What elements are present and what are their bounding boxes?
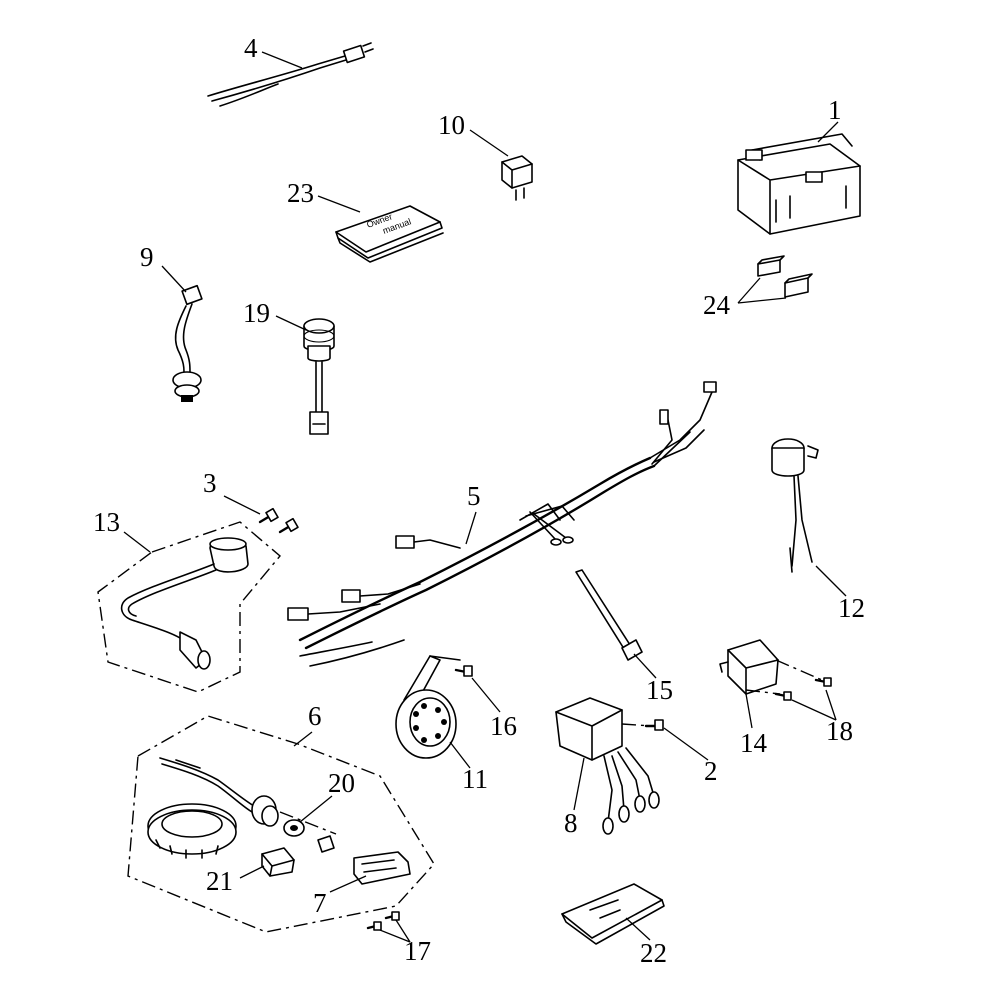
switch-lead-part-12 (771, 438, 819, 573)
plate-part-22 (561, 883, 665, 945)
callout-17: 17 (404, 936, 431, 966)
horn-part-11 (395, 655, 461, 759)
grommet-part-20 (279, 811, 337, 853)
callout-19: 19 (243, 298, 270, 328)
callout-24: 24 (703, 290, 731, 320)
callout-1: 1 (828, 95, 842, 125)
wiring-harness-part-5 (287, 381, 717, 667)
stator-group-6 (127, 715, 435, 933)
screws-part-17 (366, 911, 400, 931)
callout-7: 7 (313, 888, 327, 918)
callout-22: 22 (640, 938, 667, 968)
callout-10: 10 (438, 110, 465, 140)
callout-3: 3 (203, 468, 217, 498)
callout-9: 9 (140, 242, 154, 272)
callout-16: 16 (490, 711, 517, 741)
flasher-relay-part-14 (719, 639, 779, 695)
battery-part-1 (737, 133, 861, 235)
callout-18: 18 (826, 716, 853, 746)
callout-12: 12 (838, 593, 865, 623)
callout-11: 11 (462, 764, 488, 794)
screws-part-3 (258, 507, 299, 534)
bracket-part-7 (353, 851, 411, 885)
ignition-coil-group-13 (97, 521, 281, 693)
screws-part-18 (745, 659, 832, 701)
callout-2: 2 (704, 756, 718, 786)
socket-lead-part-9 (172, 284, 203, 402)
callout-14: 14 (740, 728, 768, 758)
callout-23: 23 (287, 178, 314, 208)
cdi-unit-part-8 (555, 697, 660, 835)
callout-4: 4 (244, 33, 258, 63)
callout-8: 8 (564, 808, 578, 838)
callout-21: 21 (206, 866, 233, 896)
relay-part-10 (501, 155, 533, 201)
switch-sensor-part-19 (303, 318, 335, 435)
callout-15: 15 (646, 675, 673, 705)
screw-part-2 (621, 719, 664, 731)
bolt-part-16 (454, 665, 473, 677)
clamp-part-21 (261, 847, 295, 877)
callout-20: 20 (328, 768, 355, 798)
callout-13: 13 (93, 507, 120, 537)
cable-tie-part-15 (575, 569, 643, 661)
callout-5: 5 (467, 481, 481, 511)
owner-manual-part-23: Owner manual (335, 205, 444, 263)
wire-lead-part-4 (207, 42, 374, 107)
fuse-part-24 (757, 255, 813, 298)
callout-6: 6 (308, 701, 322, 731)
